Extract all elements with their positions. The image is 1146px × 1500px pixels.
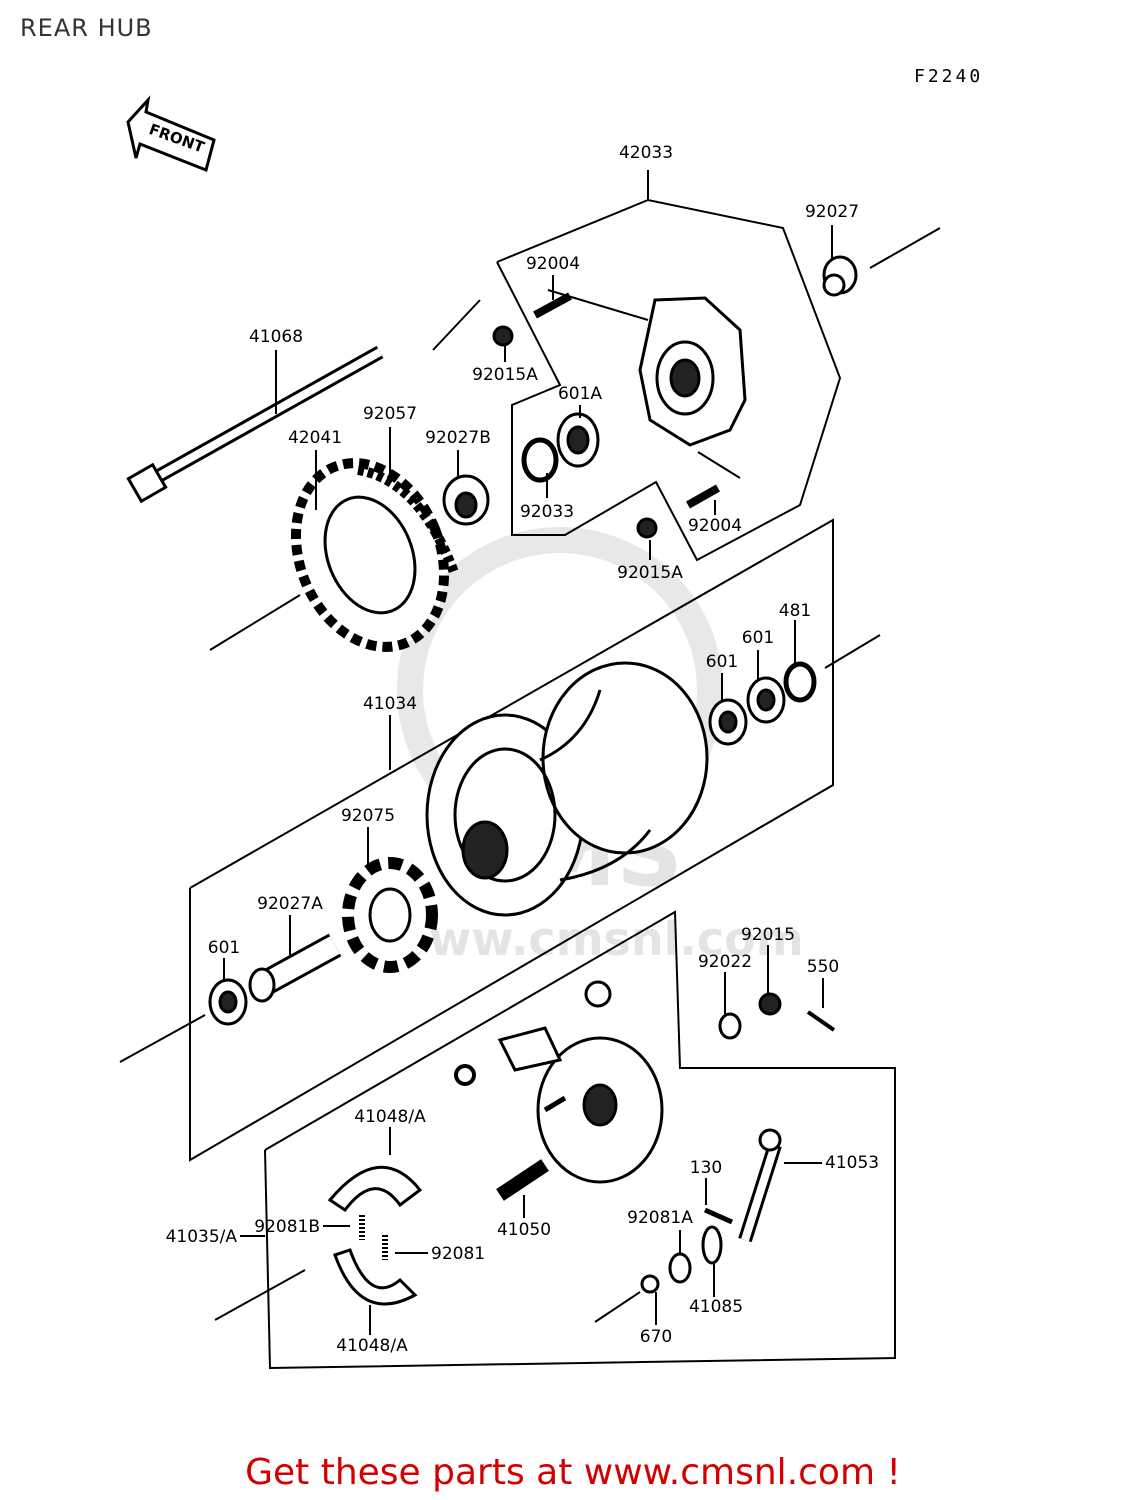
label-601-c: 601 — [208, 938, 240, 958]
label-92075: 92075 — [341, 806, 395, 826]
leader-lines — [223, 225, 833, 1335]
figure-code: F2240 — [914, 66, 984, 87]
label-92081A: 92081A — [627, 1208, 693, 1228]
label-92057: 92057 — [363, 404, 417, 424]
brake-arm-41053 — [738, 1128, 782, 1243]
label-92004-top: 92004 — [526, 254, 580, 274]
label-41085: 41085 — [689, 1297, 743, 1317]
collar-92027 — [822, 227, 941, 297]
page-title: REAR HUB — [20, 14, 153, 42]
label-92015A-top: 92015A — [472, 365, 538, 385]
damper-92075 — [342, 857, 438, 973]
front-arrow: FRONT — [126, 95, 216, 173]
hub-flange-42033 — [638, 296, 747, 447]
sleeve-92027A — [119, 933, 342, 1063]
label-550: 550 — [807, 957, 839, 977]
footer-link-text[interactable]: Get these parts at www.cmsnl.com ! — [245, 1452, 901, 1493]
assembly-outlines — [189, 170, 896, 1370]
label-601A: 601A — [558, 384, 602, 404]
label-481: 481 — [779, 601, 811, 621]
brake-shoes-41048A — [214, 1165, 423, 1321]
label-670: 670 — [640, 1327, 672, 1347]
circlip-481 — [783, 634, 881, 703]
label-601-b: 601 — [706, 652, 738, 672]
label-41068: 41068 — [249, 327, 303, 347]
label-42033: 42033 — [619, 143, 673, 163]
chain-92057 — [357, 465, 460, 577]
label-41053: 41053 — [825, 1153, 879, 1173]
axle-41068 — [126, 299, 481, 504]
brake-panel — [454, 980, 664, 1184]
label-41050: 41050 — [497, 1220, 551, 1240]
hub-41034 — [425, 661, 709, 917]
circlip-92033 — [521, 437, 559, 483]
label-92033: 92033 — [520, 502, 574, 522]
bolt-130 — [703, 1207, 734, 1225]
label-601-a: 601 — [742, 628, 774, 648]
nut-92015A — [492, 325, 658, 539]
collar-92027B — [442, 474, 490, 526]
bearings-601 — [208, 676, 786, 1026]
label-41048A-bottom: 41048/A — [336, 1336, 408, 1356]
bearing-601A — [556, 412, 600, 468]
label-92081: 92081 — [431, 1244, 485, 1264]
label-130: 130 — [690, 1158, 722, 1178]
label-92015: 92015 — [741, 925, 795, 945]
label-41035A: 41035/A — [166, 1227, 238, 1247]
indicator-41085 — [701, 1225, 723, 1265]
circlip-670 — [594, 1274, 660, 1323]
label-41048A-top: 41048/A — [354, 1107, 426, 1127]
label-92027B: 92027B — [425, 428, 491, 448]
pin-550 — [806, 1010, 836, 1032]
sprocket-42041 — [209, 458, 450, 652]
label-42041: 42041 — [288, 428, 342, 448]
label-92027: 92027 — [805, 202, 859, 222]
spring-92081A — [668, 1252, 692, 1284]
label-92015A-bottom: 92015A — [617, 563, 683, 583]
cam-41050 — [496, 1159, 549, 1201]
watermark-url: www.cmsnl.com — [386, 912, 803, 966]
label-92022: 92022 — [698, 952, 752, 972]
label-92004-bottom: 92004 — [688, 516, 742, 536]
label-41034: 41034 — [363, 694, 417, 714]
nut-92015 — [758, 992, 782, 1016]
label-92027A: 92027A — [257, 894, 323, 914]
stud-92004 — [533, 292, 720, 509]
label-92081B: 92081B — [254, 1217, 320, 1237]
part-labels: 42033 92027 92004 41068 92015A 601A 4204… — [166, 143, 880, 1356]
washer-92022 — [718, 1012, 742, 1040]
